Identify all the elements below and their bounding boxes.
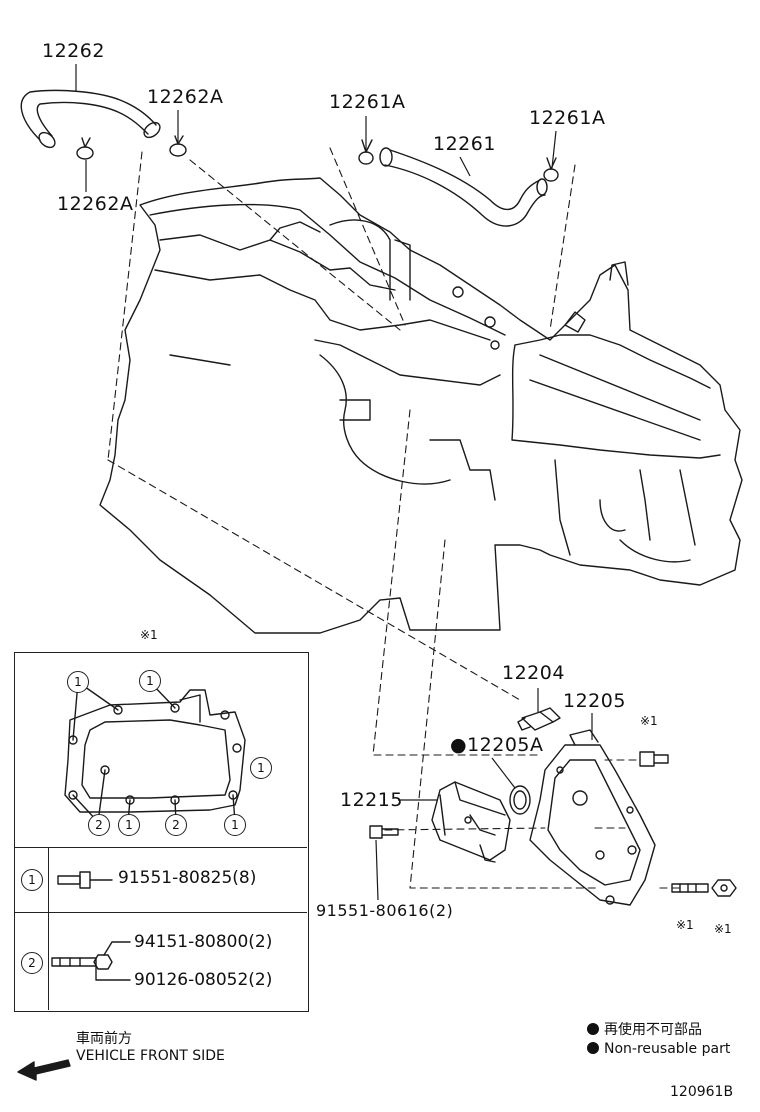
pipe-12204	[517, 707, 561, 731]
inset-divider-2	[14, 912, 307, 913]
label-12205A: ●12205A	[450, 734, 544, 756]
gasket-callout: 1	[118, 814, 140, 836]
front-direction-arrow	[17, 1059, 71, 1081]
gasket-callout: 1	[67, 671, 89, 693]
stud	[671, 883, 709, 893]
legend-non-reusable-en: Non-reusable part	[587, 1041, 730, 1057]
nut	[711, 879, 737, 897]
legend-non-reusable-jp: 再使用不可部品	[587, 1019, 702, 1039]
bolt-91551-80616	[369, 825, 399, 839]
gasket-callout: 1	[250, 757, 272, 779]
label-12262A-left: 12262A	[57, 193, 134, 215]
part-90126-08052: 90126-08052(2)	[134, 970, 273, 990]
valve-12215	[431, 781, 511, 863]
note-mark-nut: ※1	[714, 922, 732, 936]
figure-id: 120961B	[670, 1084, 734, 1100]
label-12215: 12215	[340, 789, 403, 811]
label-12261A-left: 12261A	[329, 91, 406, 113]
engine-block	[99, 177, 743, 634]
label-12261: 12261	[433, 133, 496, 155]
part-94151-80800: 94151-80800(2)	[134, 932, 273, 952]
direction-label-jp: 車両前方	[76, 1031, 132, 1047]
cover-12205	[529, 729, 656, 906]
bolt-note	[639, 751, 669, 767]
dashed-leaders	[107, 147, 681, 889]
label-12204: 12204	[502, 662, 565, 684]
hose-12261	[379, 147, 548, 227]
inset-divider-1	[14, 847, 307, 848]
inset-stud-2	[51, 941, 131, 981]
label-12262: 12262	[42, 40, 105, 62]
gasket-callout: 2	[165, 814, 187, 836]
row-index-1: 1	[21, 869, 43, 891]
inset-panel	[14, 652, 309, 1012]
inset-column-divider	[48, 847, 49, 1010]
label-12261A-right: 12261A	[529, 107, 606, 129]
row-index-2: 2	[21, 952, 43, 974]
label-12205: 12205	[563, 690, 626, 712]
bullet-icon	[587, 1023, 599, 1035]
gasket-callout: 1	[139, 670, 161, 692]
direction-label-en: VEHICLE FRONT SIDE	[76, 1048, 225, 1064]
hose-12262	[20, 89, 161, 149]
part-91551-80825: 91551-80825(8)	[118, 868, 257, 888]
gasket-callout: 1	[224, 814, 246, 836]
inset-header-mark: ※1	[140, 628, 158, 642]
clamps-12262A	[76, 135, 187, 160]
gasket-12205A	[509, 785, 531, 815]
gasket-callout: 2	[88, 814, 110, 836]
inset-bolt-1	[57, 871, 113, 889]
bullet-icon	[587, 1042, 599, 1054]
note-mark-bolt: ※1	[640, 714, 658, 728]
label-91551-80616: 91551-80616(2)	[316, 901, 454, 920]
label-12262A-top: 12262A	[147, 86, 224, 108]
note-mark-stud: ※1	[676, 918, 694, 932]
